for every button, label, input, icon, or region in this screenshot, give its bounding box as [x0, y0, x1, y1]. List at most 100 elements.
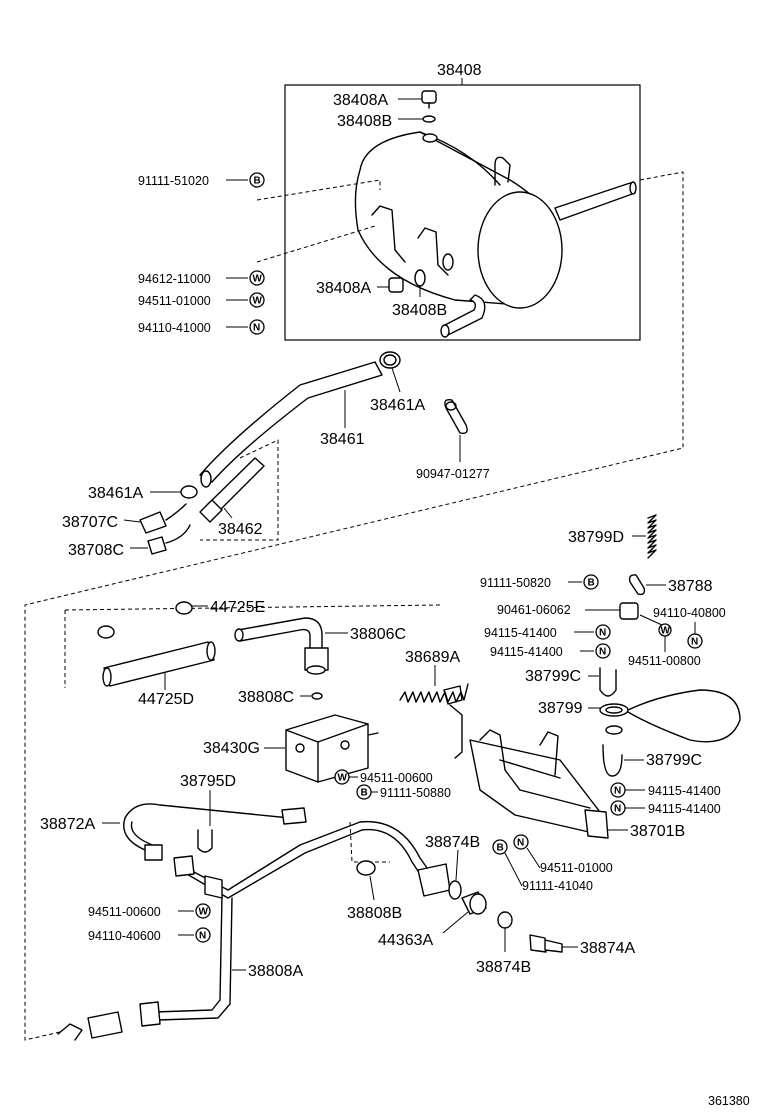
label-diaphragm-38799: 38799 [538, 700, 583, 717]
label-part-90461: 90461-06062 [497, 603, 571, 617]
label-union-38874b-top: 38874B [425, 834, 480, 851]
label-clip-38795d: 38795D [180, 773, 236, 790]
fastener-91111-50880: B 91111-50880 [356, 784, 451, 800]
clamp-38808b [356, 860, 376, 876]
fastener-94115-41400-c: N 94115-41400 [610, 782, 721, 798]
union-a [139, 503, 187, 534]
hose-clamp-lower [180, 485, 198, 499]
svg-text:W: W [253, 274, 263, 285]
svg-text:94115-41400: 94115-41400 [648, 802, 721, 816]
label-tank-plug-side: 38408A [316, 280, 371, 297]
tank-ring-side [414, 269, 426, 287]
label-union-a: 38707C [62, 514, 118, 531]
label-clamp-44725e: 44725E [210, 599, 265, 616]
clip-38795d [197, 829, 213, 853]
label-ring-38808c: 38808C [238, 689, 294, 706]
svg-text:N: N [599, 628, 606, 639]
link-38788 [628, 574, 646, 596]
fastener-94511-00600-a: W 94511-00600 [334, 769, 433, 785]
clamp-small-left [97, 625, 115, 639]
diaphragm-38799 [599, 689, 741, 743]
hose-38806c [234, 617, 329, 675]
tank-ring-top [422, 115, 436, 123]
label-fastener-90947: 90947-01277 [416, 467, 490, 481]
svg-text:W: W [253, 296, 263, 307]
svg-text:91111-50880: 91111-50880 [380, 786, 451, 800]
hose-clip-90947 [444, 398, 468, 435]
label-pipe-38808a: 38808A [248, 963, 303, 980]
label-plug-44363a: 44363A [378, 932, 433, 949]
hook-38799c-bottom [602, 725, 623, 777]
svg-text:91111-50820: 91111-50820 [480, 576, 551, 590]
plug-44363a [461, 891, 487, 915]
svg-text:94110-40800: 94110-40800 [653, 606, 726, 620]
label-valve-38430g: 38430G [203, 740, 260, 757]
svg-text:91111-41040: 91111-41040 [522, 879, 593, 893]
svg-text:94511-01000: 94511-01000 [138, 294, 211, 308]
washer-38874b-bottom [497, 911, 513, 929]
label-hose-clamp-top: 38461A [370, 397, 425, 414]
label-tank-ring-side: 38408B [392, 302, 447, 319]
svg-text:W: W [338, 773, 348, 784]
label-tank: 38408 [437, 62, 482, 79]
label-bolt-38874a: 38874A [580, 940, 635, 957]
part-90461-06062 [619, 602, 639, 620]
svg-text:W: W [199, 907, 209, 918]
label-hose-short: 38462 [218, 521, 263, 538]
fastener-94612-11000: 94612-11000 W [138, 270, 265, 286]
bolt-38874a [529, 934, 563, 953]
label-tank-ring-top: 38408B [337, 113, 392, 130]
fastener-94511-00800: W 94511-00800 [628, 623, 701, 668]
svg-text:N: N [517, 838, 524, 849]
hook-38799c-top [599, 667, 617, 697]
spring-38689a [399, 683, 469, 703]
label-washer-38874b-bottom: 38874B [476, 959, 531, 976]
fastener-94511-00600-b: 94511-00600 W [88, 903, 211, 919]
svg-text:94110-41000: 94110-41000 [138, 321, 211, 335]
svg-text:94115-41400: 94115-41400 [484, 626, 557, 640]
label-union-b: 38708C [68, 542, 124, 559]
label-spring-38689a: 38689A [405, 649, 460, 666]
clamp-44725e [175, 601, 193, 615]
hose-clamp-top [379, 351, 401, 369]
union-38874b-top [448, 880, 462, 900]
figure-code: 361380 [708, 1094, 750, 1108]
svg-text:94511-00600: 94511-00600 [360, 771, 433, 785]
label-hose-clamp-lower: 38461A [88, 485, 143, 502]
svg-text:94511-00600: 94511-00600 [88, 905, 161, 919]
fastener-91111-41040: B 91111-41040 [492, 839, 593, 893]
fastener-91111-51020: 91111-51020 B [138, 172, 265, 188]
label-hose-38806c: 38806C [350, 626, 406, 643]
svg-text:B: B [361, 788, 368, 799]
valve-38430g [285, 714, 379, 783]
label-hose-main: 38461 [320, 431, 365, 448]
vacuum-tank [354, 131, 637, 338]
fastener-94115-41400-b: 94115-41400 N [490, 643, 611, 659]
label-hose-44725d: 44725D [138, 691, 194, 708]
svg-text:N: N [599, 647, 606, 658]
spring-d [647, 514, 657, 559]
hose-short [199, 457, 265, 523]
svg-text:91111-51020: 91111-51020 [138, 174, 209, 188]
svg-text:W: W [661, 626, 671, 637]
tank-plug-side [388, 277, 404, 293]
svg-text:N: N [614, 804, 621, 815]
fastener-94115-41400-d: N 94115-41400 [610, 800, 721, 816]
svg-text:94110-40600: 94110-40600 [88, 929, 161, 943]
svg-text:N: N [253, 323, 260, 334]
fastener-94110-40600: 94110-40600 N [88, 927, 211, 943]
ring-38808c [311, 692, 323, 700]
label-hook-38799c-bottom: 38799C [646, 752, 702, 769]
svg-text:94115-41400: 94115-41400 [490, 645, 563, 659]
label-hook-38799c-top: 38799C [525, 668, 581, 685]
fastener-94110-41000: 94110-41000 N [138, 319, 265, 335]
bracket-38701b [443, 685, 609, 839]
svg-text:94511-01000: 94511-01000 [540, 861, 613, 875]
svg-text:94115-41400: 94115-41400 [648, 784, 721, 798]
svg-text:N: N [614, 786, 621, 797]
label-pipe-38872a: 38872A [40, 816, 95, 833]
hose-main [199, 361, 383, 488]
label-spring-d: 38799D [568, 529, 624, 546]
svg-text:N: N [691, 637, 698, 648]
